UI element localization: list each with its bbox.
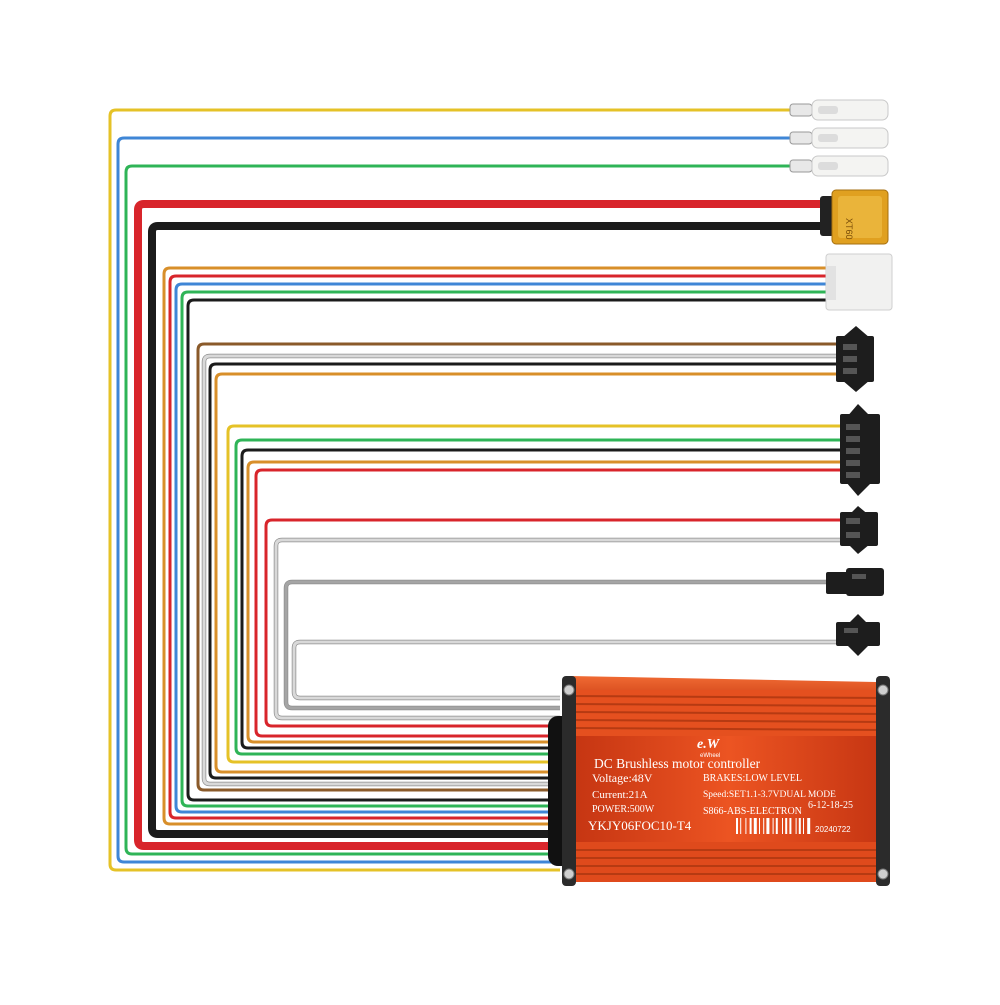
wire-gray <box>284 580 828 710</box>
xt60-connector-icon: XT60 <box>820 189 889 245</box>
wire-white <box>202 354 838 786</box>
controller-title: DC Brushless motor controller <box>594 756 761 771</box>
wire-yellow <box>108 108 792 872</box>
wire-green <box>180 290 828 808</box>
barcode <box>736 818 811 834</box>
barcode-bar <box>740 818 742 834</box>
wire-red <box>254 468 842 738</box>
barcode-bar <box>775 818 778 834</box>
sm2-connector-icon <box>826 568 884 596</box>
barcode-bar <box>759 818 760 834</box>
barcode-bar <box>803 818 804 834</box>
xt60-label: XT60 <box>844 218 854 240</box>
sm2-connector-icon <box>836 614 880 656</box>
sm3-connector-icon <box>840 506 878 554</box>
wire-green <box>234 438 842 756</box>
wire-red <box>264 518 842 728</box>
wire-blue <box>174 282 828 814</box>
wire-black <box>208 362 838 780</box>
brand-name: eWheel <box>700 753 720 759</box>
wire-white <box>292 640 838 700</box>
wire-black <box>148 222 826 838</box>
bullet-connector-icon <box>789 99 889 121</box>
hall-connector-icon <box>825 253 893 311</box>
wire-black <box>240 448 842 750</box>
bullet-connector-icon <box>789 127 889 149</box>
barcode-bar <box>798 818 801 834</box>
wire-white <box>274 538 842 720</box>
sm3-connector-icon <box>836 326 874 392</box>
wire-blue <box>116 136 792 864</box>
barcode-bar <box>749 818 752 834</box>
barcode-bar <box>807 818 811 834</box>
brand-logo: e.W <box>697 737 721 752</box>
wire-red <box>168 274 828 820</box>
barcode-bar <box>766 818 770 834</box>
wire-brown <box>196 342 838 792</box>
barcode-bar <box>745 818 747 834</box>
sm5-connector-icon <box>840 404 880 496</box>
barcode-bar <box>736 818 738 834</box>
controller-box: e.W eWheel DC Brushless motor controller… <box>548 676 890 886</box>
wire-bundle <box>108 108 842 872</box>
barcode-bar <box>753 818 757 834</box>
current-label: Current:21A <box>592 789 648 801</box>
wire-orange <box>246 460 842 744</box>
bullet-connector-icon <box>789 155 889 177</box>
spec-code-label: S866-ABS-ELECTRON <box>703 806 802 817</box>
wire-yellow <box>226 424 842 764</box>
barcode-bar <box>763 818 765 834</box>
barcode-bar <box>772 818 774 834</box>
power-label: POWER:500W <box>592 804 655 815</box>
wire-orange <box>162 266 828 826</box>
heatsink-fins <box>569 690 887 738</box>
wire-red <box>134 200 826 850</box>
spec-suffix-label: 6-12-18-25 <box>808 800 853 811</box>
speed-label: Speed:SET1.1-3.7VDUAL MODE <box>703 790 836 800</box>
wire-green <box>124 164 792 856</box>
brakes-label: BRAKES:LOW LEVEL <box>703 773 802 784</box>
model-label: YKJY06FOC10-T4 <box>588 818 692 833</box>
barcode-bar <box>782 818 783 834</box>
barcode-bar <box>789 818 792 834</box>
barcode-date: 20240722 <box>815 825 851 834</box>
barcode-bar <box>795 818 797 834</box>
barcode-bar <box>785 818 788 834</box>
wire-black <box>186 298 828 802</box>
wire-orange <box>214 372 838 774</box>
voltage-label: Voltage:48V <box>592 771 653 785</box>
connector-group: XT60 <box>789 99 893 656</box>
